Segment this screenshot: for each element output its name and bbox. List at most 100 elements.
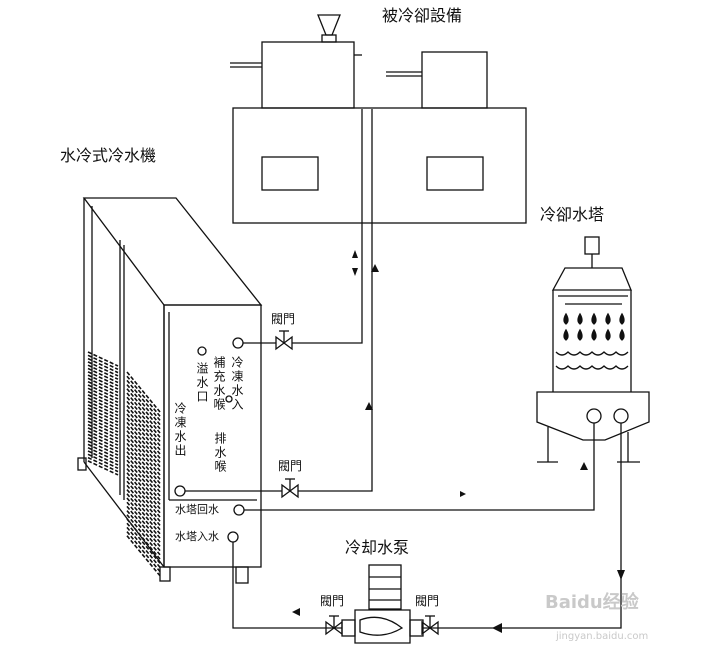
vent-slot <box>87 427 119 443</box>
watermark-url: jingyan.baidu.com <box>556 631 649 642</box>
vent-slot <box>126 518 161 560</box>
vent-slot <box>87 364 119 380</box>
valve-label-chilled-in: 閥門 <box>271 312 296 326</box>
vent-slot <box>126 455 161 497</box>
vent-slot <box>126 480 161 522</box>
vent-slot <box>126 442 161 484</box>
vent-slot <box>87 374 119 390</box>
vent-slot <box>87 453 119 470</box>
water-drop <box>577 312 583 325</box>
vent-slot <box>126 438 161 480</box>
panel-label-chilled-in: 冷凍水入 <box>230 356 244 412</box>
vent-slots-side <box>87 351 119 476</box>
vent-slot <box>126 468 161 510</box>
vent-slot <box>87 413 119 430</box>
valve-label-pump-out: 閥門 <box>415 594 440 608</box>
vent-slot <box>126 384 161 426</box>
water-drop <box>591 328 597 341</box>
vent-slot <box>87 437 119 453</box>
vent-slot <box>126 426 161 468</box>
vent-slot <box>126 409 161 451</box>
chiller-cabinet <box>77 197 263 584</box>
vent-slot <box>126 430 161 472</box>
cooling-tower-label: 冷卻水塔 <box>540 205 605 224</box>
vent-slot <box>126 472 161 514</box>
cooled-equipment <box>230 14 527 224</box>
vent-slot <box>126 463 161 505</box>
vent-slot <box>87 423 119 440</box>
arrow-up <box>580 462 588 470</box>
pump-label: 冷却水泵 <box>345 538 410 557</box>
vent-slot <box>126 484 161 526</box>
chiller-label: 水冷式冷水機 <box>60 146 157 165</box>
piping <box>185 109 622 629</box>
vent-slot <box>87 440 119 456</box>
vent-slot <box>87 390 119 407</box>
vent-slot <box>126 396 161 438</box>
valve-label-pump-in: 閥門 <box>320 594 345 608</box>
port-chilled-water-out <box>174 485 186 497</box>
vent-slot <box>87 351 119 367</box>
water-drop <box>605 328 611 341</box>
valves <box>275 330 439 636</box>
vent-slot <box>126 505 161 547</box>
panel-label-chilled-out: 冷凍水出 <box>173 402 187 458</box>
port-makeup <box>225 395 233 403</box>
vent-slot <box>126 497 161 539</box>
valve-icon <box>275 330 293 351</box>
water-ripple <box>555 365 629 370</box>
vent-slot <box>87 357 119 374</box>
vent-slot <box>87 400 119 417</box>
panel-label-overflow: 溢水口 <box>195 362 209 404</box>
vent-slot <box>126 379 161 421</box>
valve-label-chilled-out: 閥門 <box>278 459 303 473</box>
vent-slot <box>126 493 161 535</box>
vent-slot <box>126 375 161 417</box>
vent-slot <box>126 535 161 577</box>
port-tower-in <box>227 531 239 543</box>
vent-slot <box>87 433 119 450</box>
vent-slot <box>126 392 161 434</box>
vent-slots-front <box>126 371 161 577</box>
arrow-up <box>352 250 358 258</box>
vent-slot <box>87 404 119 420</box>
vent-slot <box>87 417 119 433</box>
vent-slot <box>87 420 119 437</box>
cooled-equipment-label: 被冷卻設備 <box>382 6 463 25</box>
arrow-up <box>371 264 379 272</box>
vent-slot <box>87 456 119 473</box>
vent-slot <box>87 397 119 413</box>
cooling-water-pump <box>341 564 424 644</box>
watermark-logo: Baidu经验 <box>545 592 639 613</box>
vent-slot <box>126 421 161 463</box>
vent-slot <box>126 400 161 442</box>
vent-slot <box>87 361 119 377</box>
vent-slot <box>87 410 119 427</box>
panel-label-tower-in: 水塔入水 <box>175 530 219 543</box>
vent-slot <box>126 405 161 447</box>
vent-slot <box>126 510 161 552</box>
vent-slot <box>87 387 119 404</box>
port-chilled-water-in <box>232 337 244 349</box>
vent-slot <box>126 459 161 501</box>
vent-slot <box>87 371 119 387</box>
arrow-down <box>352 268 358 276</box>
water-drop <box>619 328 625 341</box>
vent-slot <box>87 430 119 446</box>
valve-icon <box>281 478 299 499</box>
panel-label-makeup: 補充水喉 <box>212 356 226 412</box>
vent-slot <box>87 450 119 466</box>
vent-slot <box>126 526 161 568</box>
water-drop <box>577 328 583 341</box>
vent-slot <box>87 380 119 397</box>
vent-slot <box>126 447 161 489</box>
water-drop <box>591 312 597 325</box>
vent-slot <box>126 476 161 518</box>
vent-slot <box>126 417 161 459</box>
vent-slot <box>126 514 161 556</box>
water-ripple <box>555 351 629 356</box>
vent-slot <box>87 407 119 423</box>
vent-slot <box>87 446 119 463</box>
arrow-right <box>460 491 466 497</box>
